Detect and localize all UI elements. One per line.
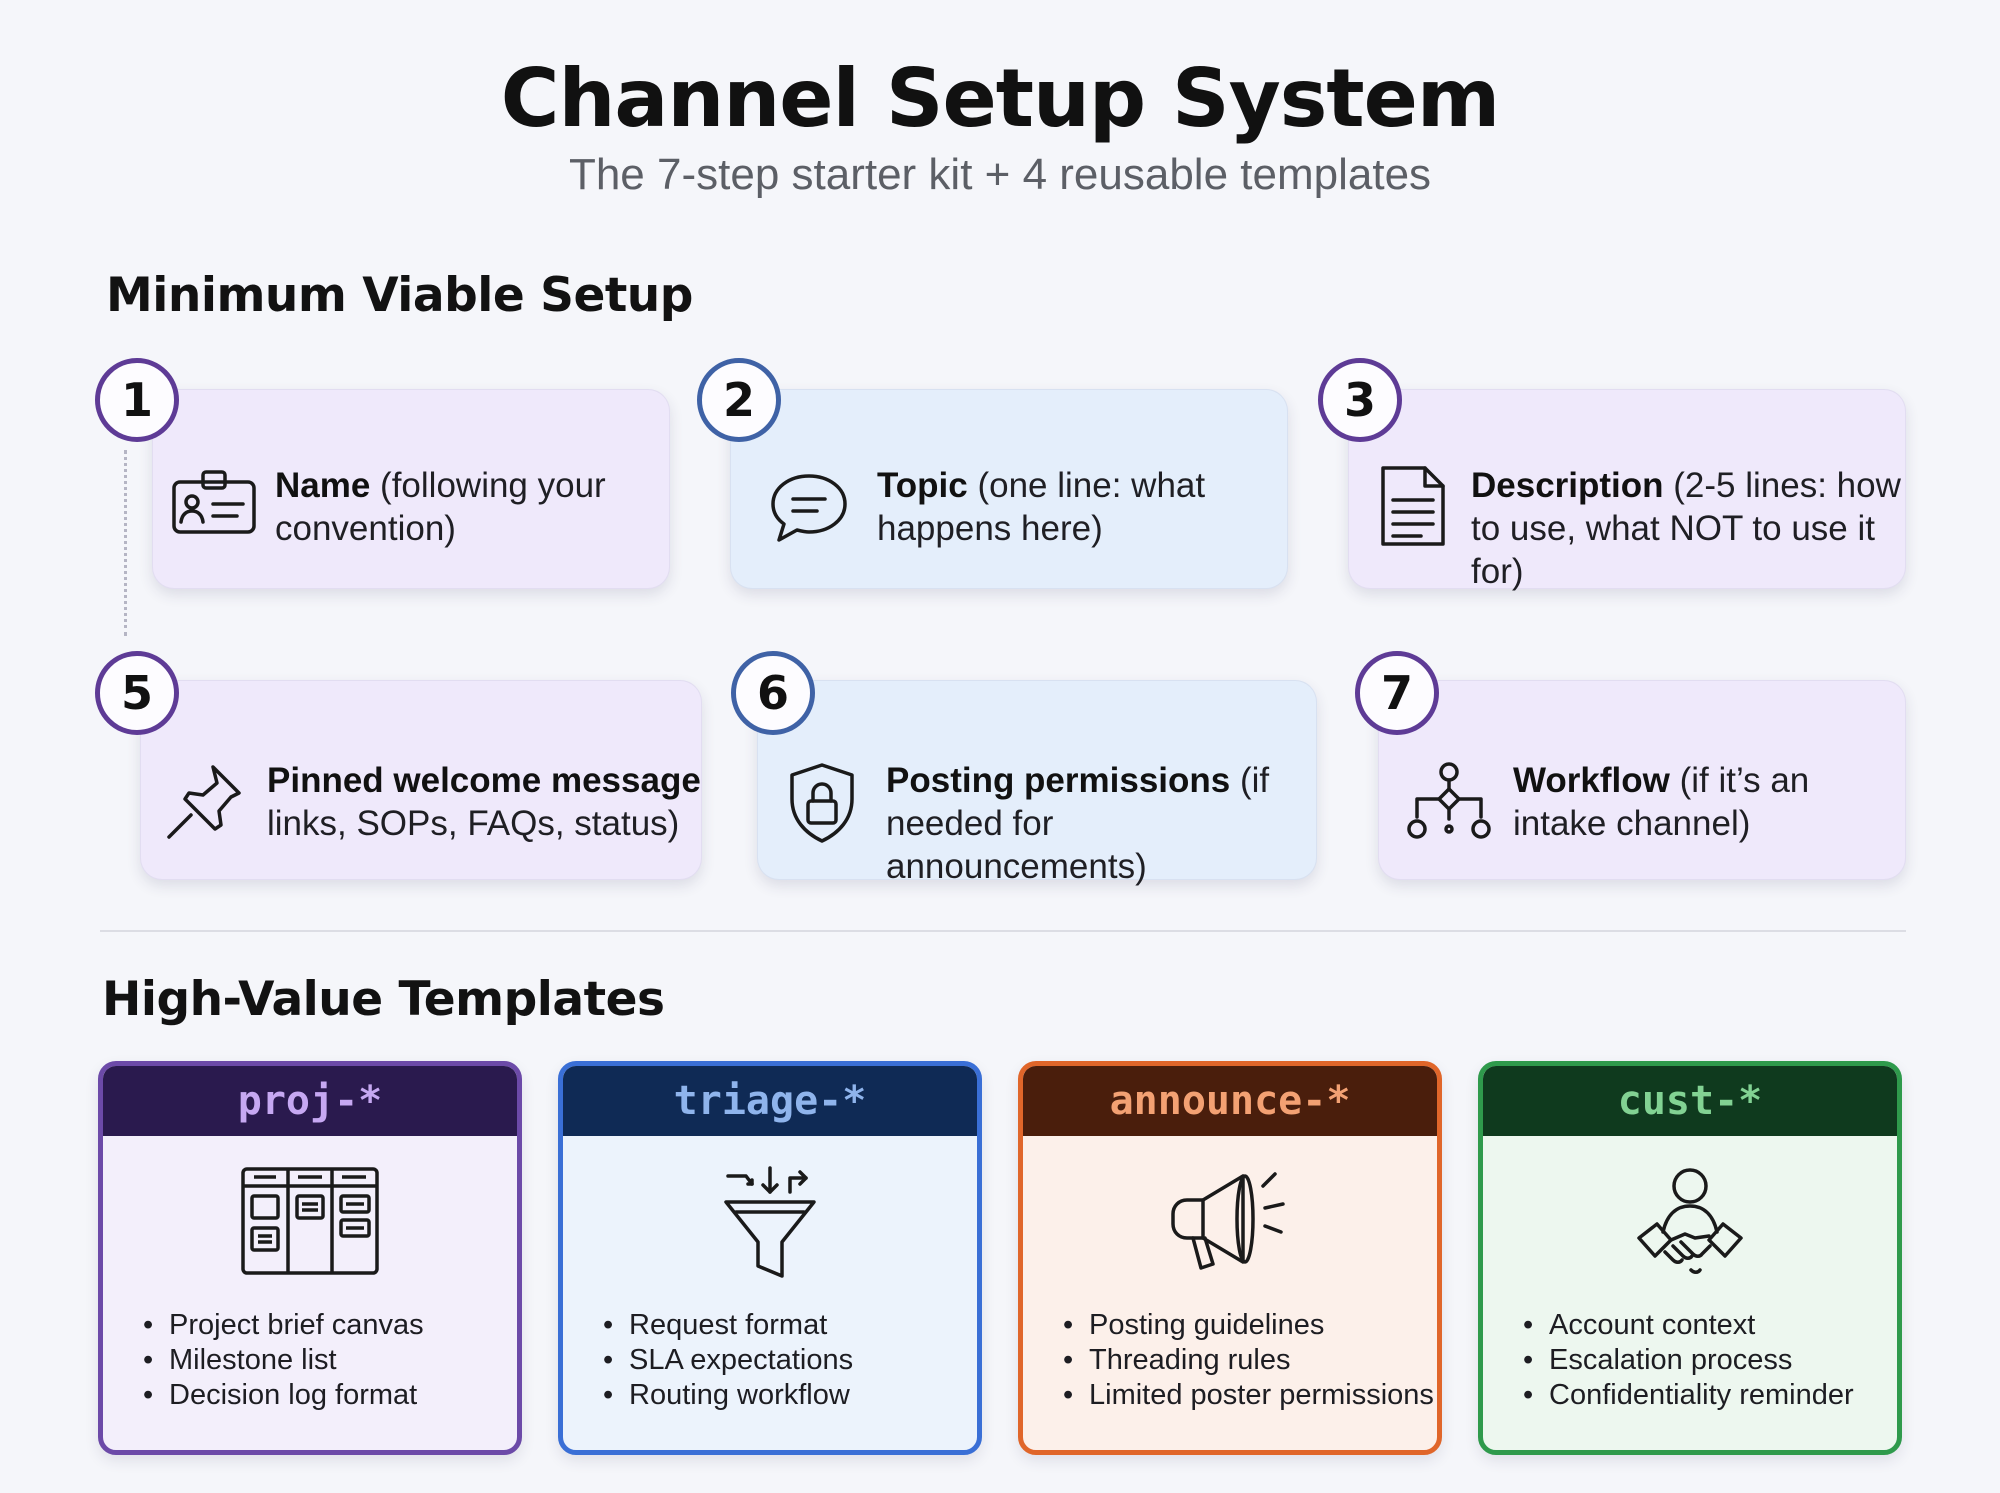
megaphone-icon (1171, 1172, 1285, 1270)
step-card-posting-permissions: Posting permissions (if needed for annou… (757, 680, 1317, 886)
list-item: Decision log format (143, 1378, 424, 1413)
list-item: Request format (603, 1308, 853, 1343)
step-card-description: Description (2-5 lines: how to use, what… (1348, 389, 1906, 591)
template-feature-list: Posting guidelines Threading rules Limit… (1063, 1308, 1434, 1413)
step-title: Posting permissions (886, 761, 1231, 800)
step-number-badge: 5 (95, 651, 179, 735)
step-card-workflow: Workflow (if it’s an intake channel) (1378, 680, 1906, 880)
step-detail: happens here) (877, 509, 1103, 548)
step-detail: (if (1230, 761, 1270, 800)
page-subtitle: The 7-step starter kit + 4 reusable temp… (568, 150, 1432, 199)
list-item: SLA expectations (603, 1343, 853, 1378)
list-item: Project brief canvas (143, 1308, 424, 1343)
list-item: Limited poster permissions (1063, 1378, 1434, 1413)
step-detail: to use, what NOT to use it for) (1471, 509, 1875, 591)
template-feature-list: Request format SLA expectations Routing … (603, 1308, 853, 1413)
step-text: Posting permissions (if needed for annou… (886, 759, 1316, 888)
step-title: Topic (877, 466, 968, 505)
list-item: Escalation process (1523, 1343, 1854, 1378)
template-feature-list: Account context Escalation process Confi… (1523, 1308, 1854, 1413)
template-name: announce-* (1023, 1066, 1437, 1136)
funnel-icon (724, 1166, 816, 1278)
step-card-pinned-message: Pinned welcome message links, SOPs, FAQs… (140, 680, 702, 880)
step-number-badge: 2 (697, 358, 781, 442)
step-detail: (following your (370, 466, 606, 505)
step-text: Workflow (if it’s an intake channel) (1513, 759, 1809, 845)
step-number-badge: 7 (1355, 651, 1439, 735)
speech-bubble-icon (771, 474, 847, 542)
template-name: cust-* (1483, 1066, 1897, 1136)
step-text: Pinned welcome message links, SOPs, FAQs… (267, 759, 701, 845)
list-item: Routing workflow (603, 1378, 853, 1413)
template-name: triage-* (563, 1066, 977, 1136)
step-detail: intake channel) (1513, 804, 1751, 843)
step-connector-line (124, 450, 127, 636)
shield-lock-icon (790, 763, 854, 843)
step-number-badge: 1 (95, 358, 179, 442)
list-item: Threading rules (1063, 1343, 1434, 1378)
handshake-icon (1637, 1168, 1743, 1274)
template-card-announce: announce-* Posting guidelines Threading … (1018, 1061, 1442, 1455)
template-feature-list: Project brief canvas Milestone list Deci… (143, 1308, 424, 1413)
step-detail: convention) (275, 509, 456, 548)
step-title: Pinned welcome message (267, 761, 701, 800)
step-card-topic: Topic (one line: what happens here) (730, 389, 1288, 589)
step-text: Topic (one line: what happens here) (877, 464, 1205, 550)
step-number-badge: 6 (731, 651, 815, 735)
document-icon (1381, 466, 1445, 546)
step-detail: needed for announcements) (886, 804, 1147, 886)
step-title: Description (1471, 466, 1664, 505)
step-detail: (one line: what (967, 466, 1206, 505)
step-detail: links, SOPs, FAQs, status) (267, 804, 680, 843)
template-card-proj: proj-* Project brief canvas Milestone li… (98, 1061, 522, 1455)
step-text: Name (following your convention) (275, 464, 606, 550)
page-title: Channel Setup System (500, 52, 1501, 145)
kanban-board-icon (241, 1167, 379, 1275)
pushpin-icon (167, 765, 241, 839)
workflow-icon (1407, 762, 1491, 839)
step-title: Name (275, 466, 371, 505)
list-item: Posting guidelines (1063, 1308, 1434, 1343)
list-item: Account context (1523, 1308, 1854, 1343)
setup-section-heading: Minimum Viable Setup (106, 268, 693, 323)
step-detail: (if it’s an (1669, 761, 1810, 800)
step-title: Workflow (1513, 761, 1670, 800)
step-text: Description (2-5 lines: how to use, what… (1471, 464, 1905, 593)
templates-section-heading: High-Value Templates (102, 972, 665, 1027)
template-card-cust: cust-* Account context Escalation proces… (1478, 1061, 1902, 1455)
list-item: Confidentiality reminder (1523, 1378, 1854, 1413)
step-number-badge: 3 (1318, 358, 1402, 442)
template-name: proj-* (103, 1066, 517, 1136)
id-badge-icon (172, 470, 256, 534)
list-item: Milestone list (143, 1343, 424, 1378)
section-divider (100, 930, 1906, 932)
step-detail: (2-5 lines: how (1663, 466, 1901, 505)
template-card-triage: triage-* Request format SLA expectations… (558, 1061, 982, 1455)
step-card-name: Name (following your convention) (152, 389, 670, 589)
